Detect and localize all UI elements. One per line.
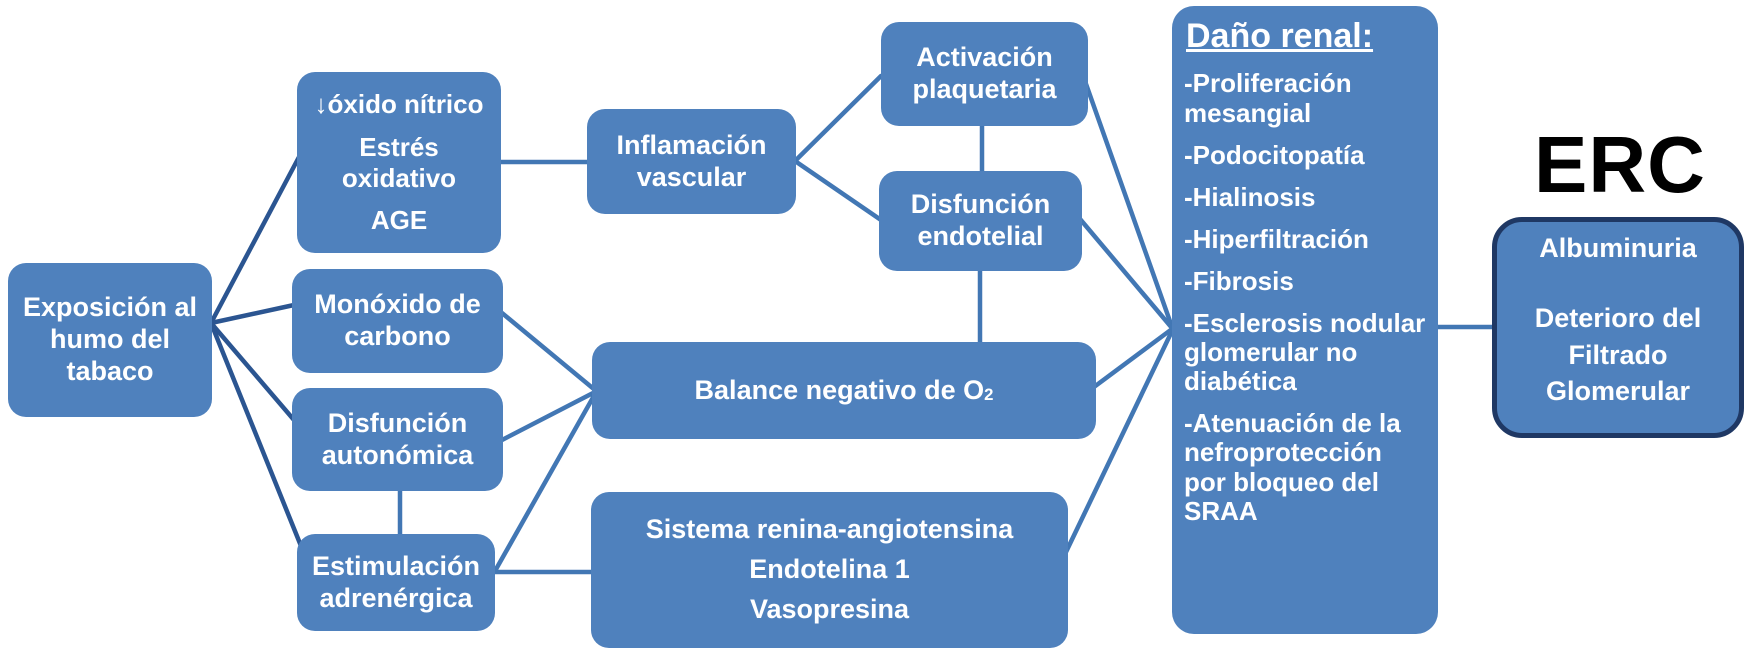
danio-item-fibrosis: -Fibrosis [1184,265,1294,296]
label-age: AGE [370,205,428,236]
connector-autonomica-balance [499,389,598,443]
node-erc-outcomes: Albuminuria Deterioro del Filtrado Glome… [1492,217,1744,438]
danio-item-hiperfiltracion: -Hiperfiltración [1184,223,1369,254]
connector-inflamacion-activacion [792,73,884,164]
label-balance-negativo: Balance negativo de O [694,374,985,405]
erc-title: ERC [1534,120,1706,209]
connector-exposicion-autonomica [208,320,297,423]
label-oxido-nitrico: ↓óxido nítrico [314,89,484,120]
label-sistema-renina: Sistema renina-angiotensina [645,514,1014,545]
node-exposicion-humo-tabaco: Exposición al humo del tabaco [8,263,212,417]
connector-exposicion-adrenergica [208,320,304,549]
danio-item-atenuacion: -Atenuación de la nefroprotección por bl… [1184,408,1401,526]
connector-exposicion-monoxido [208,302,297,326]
danio-item-proliferacion: -Proliferación mesangial [1184,68,1352,128]
label-endotelina: Endotelina 1 [749,554,910,585]
danio-renal-title: Daño renal: [1186,17,1374,55]
connector-sistema-danio [1063,328,1175,555]
label-albuminuria: Albuminuria [1539,233,1697,263]
node-disfuncion-autonomica: Disfunción autonómica [292,388,503,491]
connector-activacion-danio [1083,81,1175,330]
label-vasopresina: Vasopresina [749,593,910,624]
node-oxido-nitrico-estres-age: ↓óxido nítrico Estrés oxidativo AGE [297,72,501,253]
node-monoxido-carbono: Monóxido de carbono [292,269,503,373]
label-deterioro-filtrado: Deterioro del Filtrado Glomerular [1534,303,1702,407]
connector-inflamacion-endotelial [792,158,884,223]
node-disfuncion-endotelial: Disfunción endotelial [879,171,1082,271]
label-estres-oxidativo: Estrés oxidativo [341,131,457,193]
danio-item-hialinosis: -Hialinosis [1184,181,1316,212]
node-estimulacion-adrenergica: Estimulación adrenérgica [297,534,495,631]
connector-adrenergica-balance [492,391,598,574]
node-inflamacion-vascular: Inflamación vascular [587,109,796,214]
connector-exposicion-oxido [208,154,302,326]
connector-balance-danio [1091,326,1175,390]
danio-item-podocitopatia: -Podocitopatía [1184,139,1365,170]
node-sistema-renina-angiotensina: Sistema renina-angiotensina Endotelina 1… [591,492,1068,648]
node-activacion-plaquetaria: Activación plaquetaria [881,22,1088,126]
label-o2-subscript: 2 [984,384,994,404]
connector-endotelial-danio [1077,216,1175,331]
danio-item-esclerosis: -Esclerosis nodular glomerular no diabét… [1184,308,1426,397]
connector-monoxido-balance [499,310,598,393]
node-danio-renal: Daño renal: -Proliferación mesangial -Po… [1172,6,1438,634]
